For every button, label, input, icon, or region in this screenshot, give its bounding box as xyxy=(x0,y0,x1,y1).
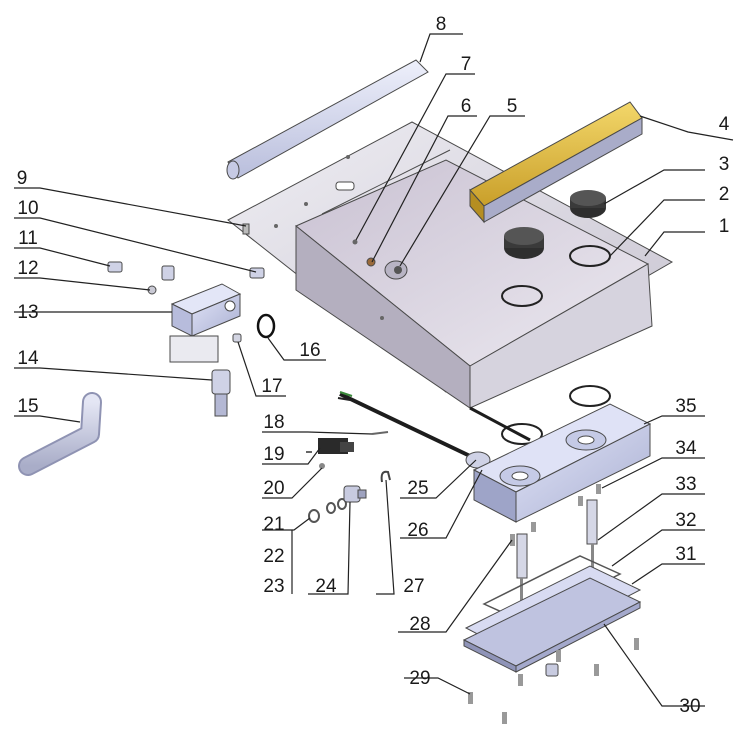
callout-19: 19 xyxy=(263,444,284,465)
callout-30: 30 xyxy=(679,696,700,717)
part-13-valve-block xyxy=(169,283,242,363)
callout-15: 15 xyxy=(17,396,38,417)
part-34-screw xyxy=(531,484,601,532)
callout-12: 12 xyxy=(17,258,38,279)
callout-1: 1 xyxy=(719,216,730,237)
part-11-elbow xyxy=(107,261,175,281)
callout-16: 16 xyxy=(299,340,320,361)
callout-10: 10 xyxy=(17,198,38,219)
callout-17: 17 xyxy=(261,376,282,397)
callout-18: 18 xyxy=(263,412,284,433)
callout-13: 13 xyxy=(17,302,38,323)
callout-2: 2 xyxy=(719,184,730,205)
callout-20: 20 xyxy=(263,478,284,499)
callout-28: 28 xyxy=(409,614,430,635)
part-24-fitting xyxy=(343,485,367,503)
callout-29: 29 xyxy=(409,668,430,689)
part-30-base xyxy=(462,577,642,673)
part-21-23-washers xyxy=(308,498,347,523)
callout-9: 9 xyxy=(17,168,28,189)
callout-24: 24 xyxy=(315,576,337,597)
callout-21: 21 xyxy=(263,514,284,535)
part-20-screw xyxy=(319,463,325,469)
callout-34: 34 xyxy=(675,438,697,459)
callout-22: 22 xyxy=(263,546,284,567)
callout-11: 11 xyxy=(18,228,38,249)
callout-7: 7 xyxy=(461,54,472,75)
part-4-yellow-bar xyxy=(469,101,643,224)
oring-lower-a xyxy=(569,385,611,407)
callout-31: 31 xyxy=(675,544,696,565)
part-14-barb-fitting xyxy=(211,369,231,417)
part-5-fitting xyxy=(384,260,408,280)
part-18-screw xyxy=(306,431,389,453)
part-17-plug xyxy=(232,333,242,343)
callout-5: 5 xyxy=(507,96,518,117)
callout-6: 6 xyxy=(461,96,472,117)
part-7-screw xyxy=(352,239,358,245)
leader-lines xyxy=(14,33,734,707)
part-27-clip xyxy=(380,470,391,483)
callout-labels: 1 2 3 4 5 6 7 8 9 10 11 12 13 14 15 16 1… xyxy=(17,14,730,717)
part-8-bar xyxy=(226,59,429,180)
callout-25: 25 xyxy=(407,478,428,499)
callout-4: 4 xyxy=(719,114,730,135)
callout-35: 35 xyxy=(675,396,696,417)
part-10-fitting xyxy=(249,267,265,279)
callout-27: 27 xyxy=(403,576,424,597)
oring-basin xyxy=(501,285,543,307)
part-3-knob-second xyxy=(504,227,544,259)
part-3-knob xyxy=(570,190,606,218)
callout-3: 3 xyxy=(719,154,730,175)
part-19-switch xyxy=(318,438,354,454)
part-1-tray xyxy=(227,121,674,409)
part-29-screws xyxy=(468,638,639,724)
part-9-screw xyxy=(242,223,250,235)
part-35-block xyxy=(472,403,652,523)
part-25-cable xyxy=(337,391,531,458)
callout-26: 26 xyxy=(407,520,428,541)
part-2-oring xyxy=(569,245,611,267)
callout-33: 33 xyxy=(675,474,696,495)
oring-lower-b xyxy=(501,423,543,445)
part-16-oring xyxy=(256,313,276,339)
callout-32: 32 xyxy=(675,510,696,531)
part-33-spring xyxy=(586,499,598,570)
part-28-spring xyxy=(510,533,528,604)
part-15-hose xyxy=(18,392,102,476)
callout-23: 23 xyxy=(263,576,284,597)
callout-8: 8 xyxy=(436,14,447,35)
callout-14: 14 xyxy=(17,348,39,369)
